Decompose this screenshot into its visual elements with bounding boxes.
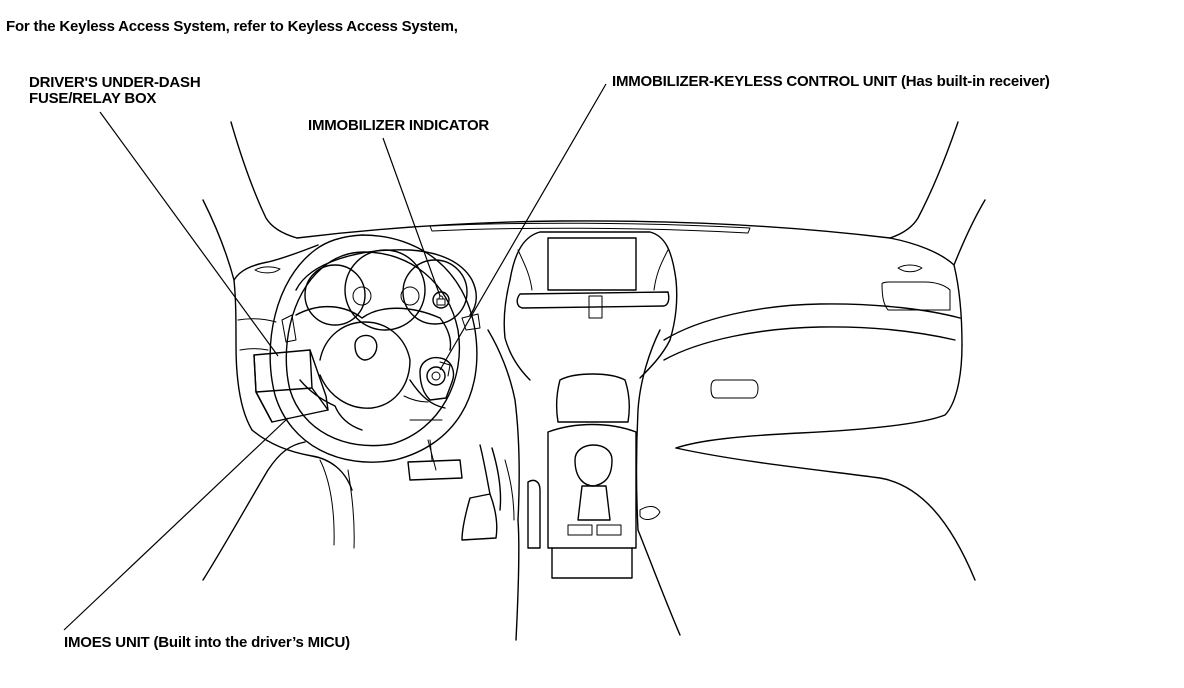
center-stack — [487, 231, 678, 531]
fuse-relay-box-label-line2: FUSE/RELAY BOX — [29, 90, 157, 107]
leader-lines — [63, 83, 607, 631]
immobilizer-indicator-label: IMMOBILIZER INDICATOR — [308, 117, 490, 134]
right-dash-panel — [639, 281, 976, 581]
header-note: For the Keyless Access System, refer to … — [6, 18, 458, 35]
immobilizer-indicator-lamp — [432, 291, 450, 309]
a-pillars — [202, 121, 986, 281]
imoes-unit-leader — [63, 417, 289, 631]
center-console — [515, 373, 681, 641]
immobilizer-keyless-control-unit-label: IMMOBILIZER-KEYLESS CONTROL UNIT (Has bu… — [612, 73, 1050, 90]
imoes-unit-label: IMOES UNIT (Built into the driver’s MICU… — [64, 634, 350, 651]
dashboard-top — [233, 220, 963, 346]
immobilizer-indicator-leader — [382, 137, 441, 297]
fuse-relay-box-leader — [99, 111, 279, 357]
steering-wheel — [269, 234, 481, 471]
pedals — [407, 439, 515, 541]
ignition-control-unit — [419, 356, 455, 401]
instrument-cluster — [295, 249, 477, 331]
immobilizer-keyless-control-unit-leader — [439, 83, 607, 371]
fuse-relay-box-label-line1: DRIVER'S UNDER-DASH — [29, 74, 201, 91]
left-dash-panel — [202, 279, 355, 581]
fuse-relay-box — [253, 349, 329, 423]
